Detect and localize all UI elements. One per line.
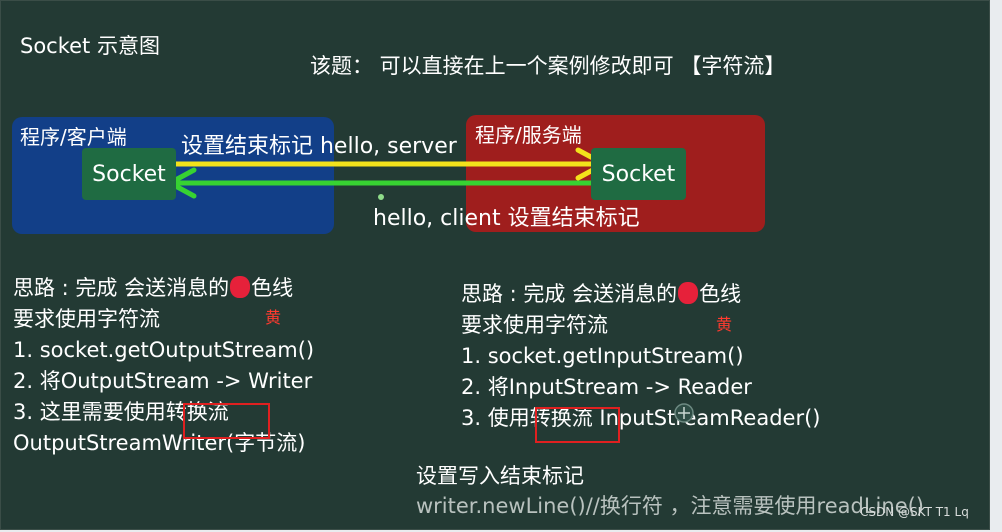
right-note-line1-pre: 思路 : 完成 会送消息的	[461, 282, 678, 306]
right-note-line4: 2. 将InputStream -> Reader	[461, 375, 752, 399]
end-marker-code: writer.newLine()//换行符 ，注意需要使用readLine()	[416, 494, 924, 518]
watermark: CSDN @SKT T1 Lq	[860, 505, 969, 519]
left-notes: 思路 : 完成 会送消息的色线 要求使用字符流 1. socket.getOut…	[13, 273, 314, 459]
right-note-line3: 1. socket.getInputStream()	[461, 344, 744, 368]
right-note-line1: 思路 : 完成 会送消息的色线	[461, 279, 820, 310]
right-note-line2: 要求使用字符流	[461, 313, 608, 337]
message-to-server: 设置结束标记 hello, server	[181, 134, 457, 159]
client-socket: Socket	[82, 148, 176, 200]
left-note-line1: 思路 : 完成 会送消息的色线	[13, 273, 314, 304]
right-highlight-box	[535, 407, 620, 443]
cursor-icon	[674, 403, 694, 423]
left-note-line1-pre: 思路 : 完成 会送消息的	[13, 276, 230, 300]
right-note-line5-post: InputStreamReader()	[592, 406, 821, 430]
right-yellow-annotation: 黄	[716, 315, 733, 334]
right-note-line5: 3. 使用转换流 InputStreamReader()	[461, 403, 820, 434]
left-note-line4: 2. 将OutputStream -> Writer	[13, 369, 313, 393]
right-note-line1-post: 色线	[699, 282, 742, 306]
left-note-line3: 1. socket.getOutputStream()	[13, 338, 315, 362]
topic-note: 该题： 可以直接在上一个案例修改即可 【字符流】	[310, 54, 786, 78]
right-notes: 思路 : 完成 会送消息的色线 要求使用字符流 1. socket.getInp…	[461, 279, 820, 434]
red-scribble	[678, 282, 699, 304]
left-yellow-annotation: 黄	[265, 308, 282, 327]
right-note-line5-boxed: 转换流	[529, 406, 593, 430]
left-note-line5-pre: 3. 这里需要使用	[13, 400, 166, 424]
slide-title: Socket 示意图	[20, 34, 160, 58]
left-note-line2: 要求使用字符流	[13, 307, 160, 331]
end-marker-title: 设置写入结束标记	[416, 464, 584, 488]
server-socket: Socket	[591, 148, 686, 200]
left-note-line1-post: 色线	[251, 276, 294, 300]
red-scribble	[230, 276, 251, 298]
left-highlight-box	[183, 403, 270, 439]
server-label: 程序/服务端	[475, 123, 582, 147]
left-note-line6: OutputStreamWriter(字节流)	[13, 431, 306, 455]
right-note-line5-pre: 3. 使用	[461, 406, 530, 430]
client-label: 程序/客户端	[20, 125, 127, 149]
message-to-client: hello, client 设置结束标记	[373, 206, 640, 231]
